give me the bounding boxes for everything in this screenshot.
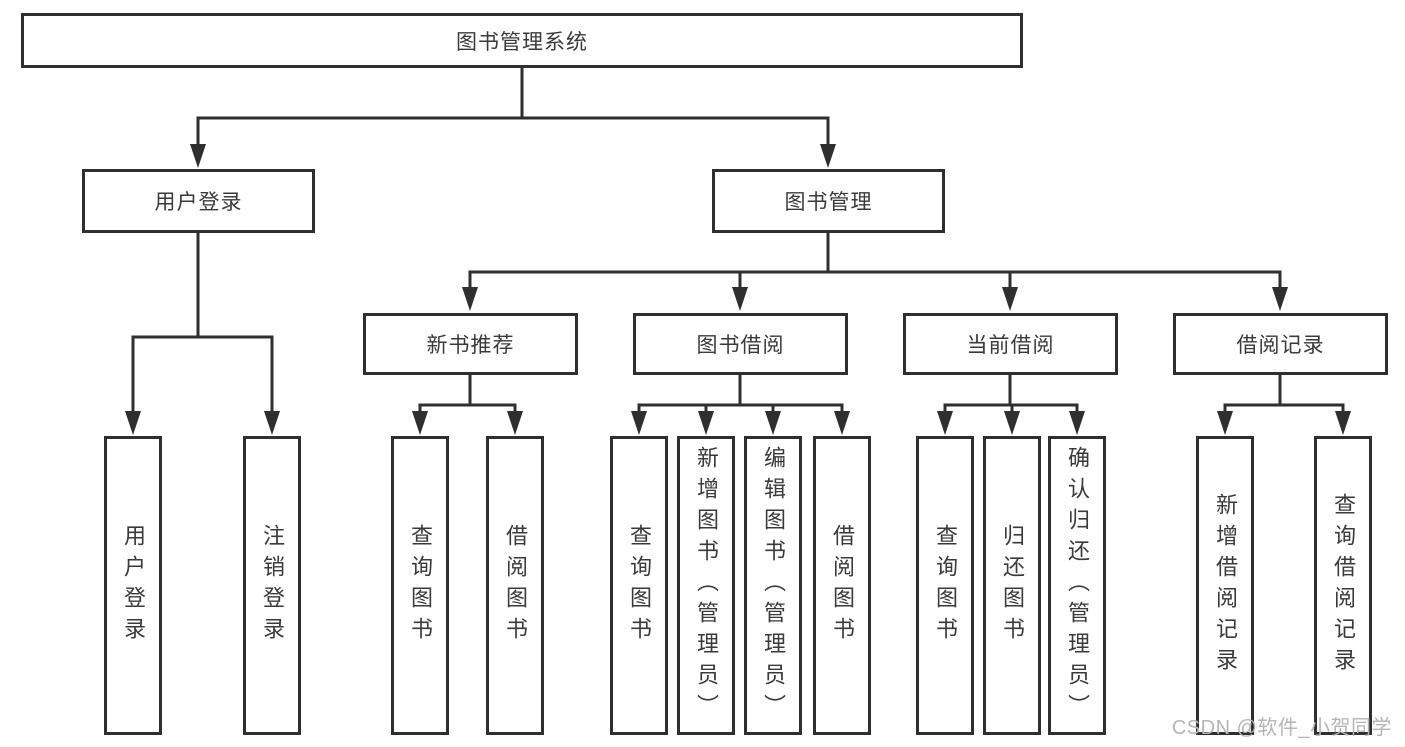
- arrow-down-icon: [1002, 287, 1018, 311]
- node-leaf-query-book-3: 查询图书: [916, 436, 974, 735]
- connector-book-borrowing: [637, 373, 844, 414]
- node-leaf-user-login: 用户登录: [104, 436, 162, 735]
- arrow-down-icon: [1272, 287, 1288, 311]
- node-leaf-edit-book-admin: 编辑图书（管理员）: [744, 436, 802, 735]
- node-leaf-return-book: 归还图书: [983, 436, 1041, 735]
- node-leaf-query-book-1: 查询图书: [391, 436, 449, 735]
- node-leaf-add-book-admin: 新增图书（管理员）: [677, 436, 735, 735]
- arrow-down-icon: [834, 411, 850, 435]
- connector-root: [196, 66, 830, 147]
- arrow-down-icon: [507, 411, 523, 435]
- node-book-borrowing: 图书借阅: [633, 313, 848, 375]
- connector-book-management: [468, 231, 1282, 290]
- arrow-down-icon: [264, 411, 280, 435]
- arrow-down-icon: [1335, 411, 1351, 435]
- arrow-down-icon: [125, 411, 141, 435]
- arrow-down-icon: [1069, 411, 1085, 435]
- connector-current-borrowing: [943, 373, 1079, 414]
- node-leaf-query-borrow-record: 查询借阅记录: [1314, 436, 1372, 735]
- connector-user-login: [131, 231, 274, 414]
- arrow-down-icon: [698, 411, 714, 435]
- arrow-down-icon: [732, 287, 748, 311]
- node-leaf-confirm-return-admin: 确认归还（管理员）: [1048, 436, 1106, 735]
- arrow-down-icon: [190, 144, 206, 168]
- node-borrowing-records: 借阅记录: [1173, 313, 1388, 375]
- node-library-management-system: 图书管理系统: [21, 13, 1023, 68]
- arrow-down-icons: [125, 144, 1351, 435]
- arrow-down-icon: [631, 411, 647, 435]
- connector-borrowing-records: [1223, 373, 1345, 414]
- arrow-down-icon: [1004, 411, 1020, 435]
- node-leaf-borrow-book-2: 借阅图书: [813, 436, 871, 735]
- arrow-down-icon: [937, 411, 953, 435]
- node-leaf-query-book-2: 查询图书: [610, 436, 668, 735]
- node-user-login: 用户登录: [82, 169, 315, 233]
- arrow-down-icon: [765, 411, 781, 435]
- arrow-down-icon: [412, 411, 428, 435]
- arrow-down-icon: [820, 144, 836, 168]
- node-new-book-recommend: 新书推荐: [363, 313, 578, 375]
- node-leaf-borrow-book-1: 借阅图书: [486, 436, 544, 735]
- node-current-borrowing: 当前借阅: [903, 313, 1118, 375]
- node-book-management: 图书管理: [712, 169, 945, 233]
- connector-new-book-recommend: [418, 373, 517, 414]
- node-leaf-logout: 注销登录: [243, 436, 301, 735]
- csdn-watermark: CSDN @软件_小贺同学: [1171, 717, 1392, 739]
- arrow-down-icon: [462, 287, 478, 311]
- arrow-down-icon: [1217, 411, 1233, 435]
- node-leaf-add-borrow-record: 新增借阅记录: [1196, 436, 1254, 735]
